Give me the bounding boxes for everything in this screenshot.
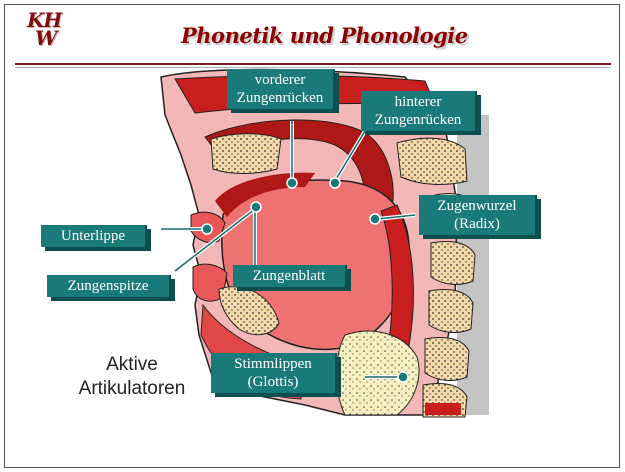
label-zugenwurzel-line2: (Radix) — [425, 215, 529, 233]
label-zugenwurzel: Zugenwurzel (Radix) — [419, 195, 537, 235]
label-hinterer-line2: Zungenrücken — [367, 111, 469, 129]
slide-caption: Aktive Artikulatoren — [57, 353, 207, 401]
label-vorderer-line1: vorderer — [233, 71, 327, 89]
label-zungenblatt: Zungenblatt — [233, 265, 347, 287]
label-unterlippe: Unterlippe — [41, 225, 147, 247]
label-stimmlippen-line1: Stimmlippen — [217, 355, 329, 373]
title-rule-shadow — [15, 67, 611, 68]
caption-line1: Aktive — [57, 353, 207, 377]
caption-line2: Artikulatoren — [57, 377, 207, 401]
label-vorderer-zungenruecken: vorderer Zungenrücken — [227, 69, 335, 109]
label-stimmlippen: Stimmlippen (Glottis) — [211, 353, 337, 393]
label-hinterer-line1: hinterer — [367, 93, 469, 111]
page-title: Phonetik und Phonologie — [181, 23, 468, 48]
label-vorderer-line2: Zungenrücken — [233, 89, 327, 107]
khw-logo: KH W — [27, 11, 77, 63]
label-zungenspitze: Zungenspitze — [47, 275, 171, 297]
label-zugenwurzel-line1: Zugenwurzel — [425, 197, 529, 215]
title-rule — [15, 63, 611, 65]
slide: KH W Phonetik und Phonologie — [4, 4, 620, 468]
logo-line2: W — [27, 29, 77, 47]
label-stimmlippen-line2: (Glottis) — [217, 373, 329, 391]
label-hinterer-zungenruecken: hinterer Zungenrücken — [361, 91, 477, 131]
